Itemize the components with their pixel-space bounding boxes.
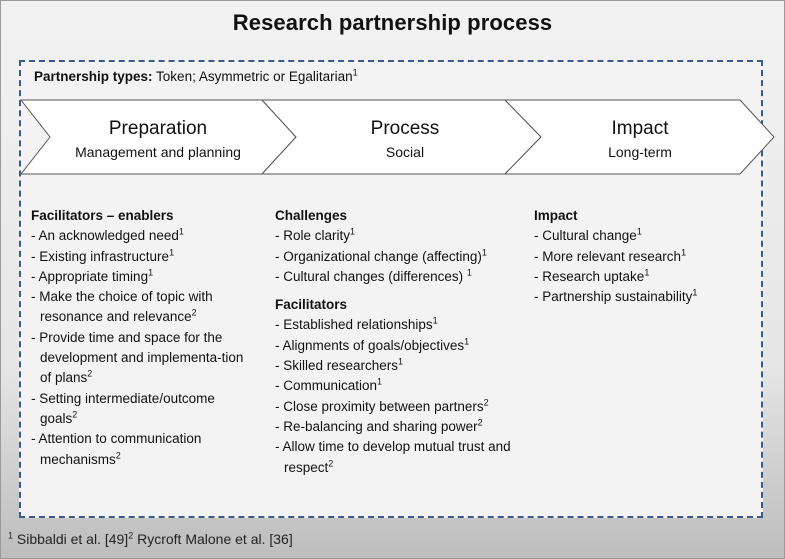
partnership-types: Partnership types: Token; Asymmetric or … xyxy=(34,67,358,84)
preparation-column: Facilitators – enablers An acknowledged … xyxy=(31,206,251,470)
footnote: 1 Sibbaldi et al. [49]2 Rycroft Malone e… xyxy=(8,531,293,547)
arrow-impact xyxy=(503,99,775,175)
figure-title: Research partnership process xyxy=(232,10,553,35)
list-item: Organizational change (affecting)1 xyxy=(275,247,525,267)
list-item: An acknowledged need1 xyxy=(31,226,251,246)
stage-title-process: Process xyxy=(370,118,440,139)
stage-title-impact: Impact xyxy=(611,118,669,139)
list-item: Existing infrastructure1 xyxy=(31,247,251,267)
list-item: More relevant research1 xyxy=(534,247,754,267)
footnote-ref-2: 2 xyxy=(128,530,134,541)
impact-heading: Impact xyxy=(534,208,578,223)
list-item: Research uptake1 xyxy=(534,267,754,287)
list-item: Allow time to develop mutual trust and r… xyxy=(275,437,525,478)
list-item: Partnership sustainability1 xyxy=(534,287,754,307)
challenges-heading: Challenges xyxy=(275,208,348,223)
partnership-types-value: Token; Asymmetric or Egalitarian xyxy=(152,69,353,84)
list-item: Skilled researchers1 xyxy=(275,356,525,376)
list-item: Attention to communication mechanisms2 xyxy=(31,429,251,470)
footnote-ref-1: 1 xyxy=(8,530,14,541)
list-item: Role clarity1 xyxy=(275,226,525,246)
list-item: Close proximity between partners2 xyxy=(275,397,525,417)
stage-subtitle-preparation: Management and planning xyxy=(75,144,241,160)
preparation-heading: Facilitators – enablers xyxy=(31,208,174,223)
list-item: Appropriate timing1 xyxy=(31,267,251,287)
list-item: Communication1 xyxy=(275,376,525,396)
challenges-list: Role clarity1 Organizational change (aff… xyxy=(275,226,525,287)
stage-title-preparation: Preparation xyxy=(108,118,208,139)
list-item: Alignments of goals/objectives1 xyxy=(275,336,525,356)
footnote-text-1: Sibbaldi et al. [49] xyxy=(13,531,129,547)
impact-list: Cultural change1 More relevant research1… xyxy=(534,226,754,307)
list-item: Established relationships1 xyxy=(275,315,525,335)
stage-subtitle-process: Social xyxy=(385,144,425,160)
list-item: Setting intermediate/outcome goals2 xyxy=(31,389,251,430)
list-item: Cultural changes (differences) 1 xyxy=(275,267,525,287)
footnote-text-2: Rycroft Malone et al. [36] xyxy=(133,531,293,547)
list-item: Cultural change1 xyxy=(534,226,754,246)
list-item: Re-balancing and sharing power2 xyxy=(275,417,525,437)
facilitators-list: Established relationships1 Alignments of… xyxy=(275,315,525,477)
list-item: Provide time and space for the developme… xyxy=(31,328,251,389)
process-column: Challenges Role clarity1 Organizational … xyxy=(275,206,525,478)
list-item: Make the choice of topic with resonance … xyxy=(31,287,251,328)
stage-subtitle-impact: Long-term xyxy=(608,144,672,160)
impact-column: Impact Cultural change1 More relevant re… xyxy=(534,206,754,307)
partnership-types-label: Partnership types: xyxy=(34,69,153,84)
preparation-list: An acknowledged need1 Existing infrastru… xyxy=(31,226,251,470)
facilitators-heading: Facilitators xyxy=(275,297,348,313)
partnership-types-ref: 1 xyxy=(352,67,358,78)
